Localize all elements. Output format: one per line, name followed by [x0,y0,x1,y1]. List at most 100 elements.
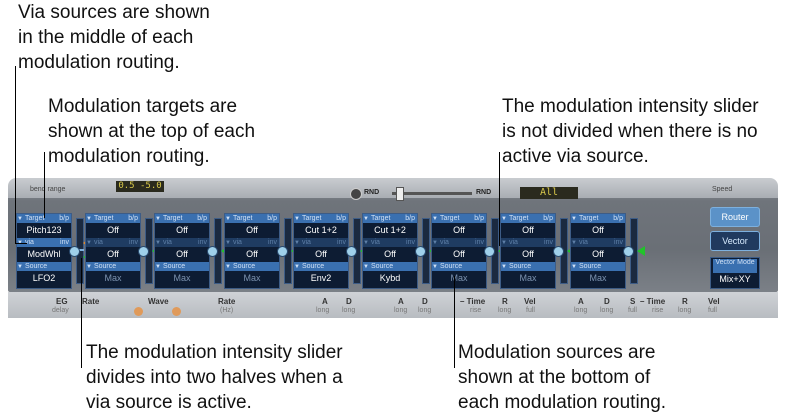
rnd-right-label: RND [476,189,492,196]
rnd-dropdown[interactable]: All [520,187,578,199]
via-header[interactable]: ▼via inv [225,238,279,247]
via-value[interactable]: Off [592,249,604,259]
via-header[interactable]: ▼via inv [86,238,140,247]
target-header[interactable]: ▼Target b/p [432,214,486,223]
via-value[interactable]: Off [453,249,465,259]
source-value[interactable]: Max [104,273,122,283]
env2-r-label: R [502,297,508,306]
vector-mode-label: Vector Mode [713,259,757,273]
source-value[interactable]: Max [173,273,191,283]
bypass-knob[interactable] [277,246,288,257]
target-header[interactable]: ▼Target b/p [225,214,279,223]
env3-r-label: R [682,297,688,306]
env2-r-sub: long [498,307,512,314]
target-header[interactable]: ▼Target b/p [571,214,625,223]
via-value[interactable]: Off [246,249,258,259]
vector-mode-box[interactable]: Vector Mode Mix+XY [710,257,760,289]
bypass-knob[interactable] [346,246,357,257]
source-header[interactable]: ▼Source [432,262,486,271]
bypass-knob[interactable] [415,246,426,257]
bypass-knob[interactable] [553,246,564,257]
source-header[interactable]: ▼Source [501,262,555,271]
env1-d-sub: long [342,307,356,314]
via-value[interactable]: ModWhl [27,249,61,259]
env3-vel-sub: full [708,307,717,314]
target-header[interactable]: ▼Target b/p [294,214,348,223]
env1-a-label: A [322,297,328,306]
target-header[interactable]: ▼Target b/p [501,214,555,223]
source-value[interactable]: Max [519,273,537,283]
source-value[interactable]: Max [243,273,261,283]
via-header[interactable]: ▼via inv [501,238,555,247]
via-value[interactable]: Off [384,249,396,259]
via-header[interactable]: ▼via inv [432,238,486,247]
router-button[interactable]: Router [710,207,760,227]
source-header[interactable]: ▼Source [17,262,71,271]
vector-button[interactable]: Vector [710,231,760,251]
target-header[interactable]: ▼Target b/p [155,214,209,223]
leader-sources [454,276,455,368]
env2-d-label: D [422,297,428,306]
target-value[interactable]: Off [592,225,604,235]
source-header[interactable]: ▼Source [363,262,417,271]
source-value[interactable]: Kybd [379,273,401,283]
source-header[interactable]: ▼Source [571,262,625,271]
source-header[interactable]: ▼Source [294,262,348,271]
via-value[interactable]: Off [176,249,188,259]
env2-d-sub: long [418,307,432,314]
via-header[interactable]: ▼via inv [363,238,417,247]
target-value[interactable]: Cut 1+2 [374,225,406,235]
bypass-knob[interactable] [207,246,218,257]
rnd-slider-knob[interactable] [396,187,404,201]
via-value[interactable]: Off [522,249,534,259]
source-header[interactable]: ▼Source [225,262,279,271]
via-header[interactable]: ▼via inv [155,238,209,247]
env1-a-sub: long [316,307,330,314]
rnd-left-button[interactable] [350,188,362,200]
bend-range-display[interactable]: 0.5 -5.0 [116,181,164,192]
via-value[interactable]: Off [107,249,119,259]
env3-d-sub: long [600,307,614,314]
source-value[interactable]: Max [589,273,607,283]
source-header[interactable]: ▼Source [155,262,209,271]
via-header[interactable]: ▼via inv [571,238,625,247]
target-header[interactable]: ▼Target b/p [86,214,140,223]
via-value[interactable]: Off [315,249,327,259]
target-value[interactable]: Pitch123 [26,225,62,235]
bypass-knob[interactable] [484,246,495,257]
via-header[interactable]: ▼via inv [294,238,348,247]
target-value[interactable]: Cut 1+2 [305,225,337,235]
bypass-knob[interactable] [623,246,634,257]
source-value[interactable]: Env2 [310,273,332,283]
eg-sub-label: delay [52,307,69,314]
source-header[interactable]: ▼Source [86,262,140,271]
wave-knob-1[interactable] [134,307,143,316]
wave-knob-2[interactable] [172,307,181,316]
target-value[interactable]: Off [453,225,465,235]
lfo1-rate-label: Rate [82,297,100,306]
bypass-knob[interactable] [69,246,80,257]
intensity-arrow[interactable] [637,246,645,256]
target-header[interactable]: ▼Target b/p [17,214,71,223]
source-value[interactable]: LFO2 [32,273,56,283]
rnd-slider[interactable] [392,192,472,195]
env2-a-sub: long [394,307,408,314]
target-value[interactable]: Off [246,225,258,235]
source-value[interactable]: Max [450,273,468,283]
target-value[interactable]: Off [107,225,119,235]
bypass-knob[interactable] [138,246,149,257]
target-value[interactable]: Off [522,225,534,235]
target-header[interactable]: ▼Target b/p [363,214,417,223]
target-value[interactable]: Off [176,225,188,235]
